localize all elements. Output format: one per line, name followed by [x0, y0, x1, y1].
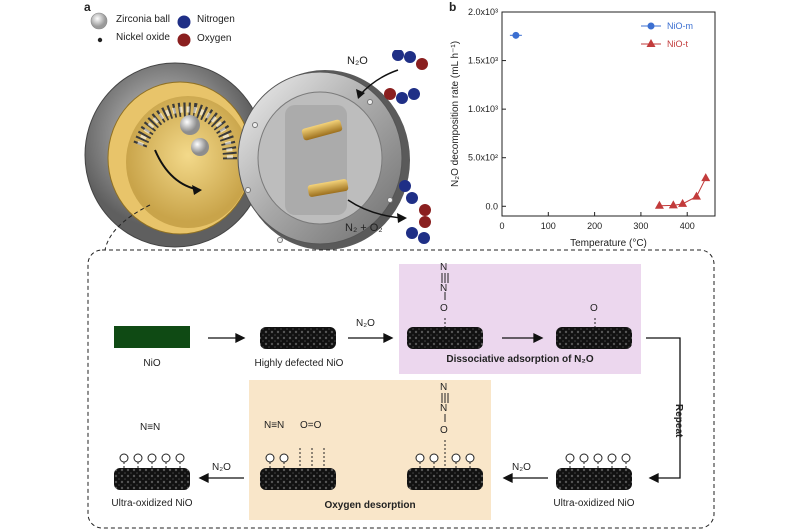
gas-out-label: N₂ + O₂	[345, 222, 383, 234]
gas-out-arrow	[347, 199, 403, 219]
ball-mill-illustration	[84, 50, 431, 250]
y-tick-label: 2.0x10³	[468, 7, 498, 17]
y-tick-label: 0.0	[485, 201, 498, 211]
gas-in-label: N₂O	[347, 55, 368, 67]
o2-molecule-text: O=O	[300, 420, 322, 431]
y-tick-label: 5.0x10²	[468, 153, 498, 163]
chain-n1: N	[440, 262, 448, 273]
arrow-n2o-label-2: N₂O	[512, 462, 531, 473]
panel-a-letter: a	[84, 0, 91, 14]
zirconia-ball	[191, 138, 209, 156]
data-point-NiO-m	[512, 31, 520, 39]
nio-label: NiO	[143, 358, 161, 369]
y-axis-label: N₂O decomposition rate (mL h⁻¹)	[450, 41, 461, 187]
legend-zirconia-label: Zirconia ball	[116, 14, 170, 25]
x-tick-label: 400	[680, 221, 695, 231]
legend-zirconia	[88, 12, 110, 35]
legend-marker-NiO-m	[647, 22, 655, 30]
chain-n2: N	[440, 283, 448, 294]
desorbing-nio-right	[407, 468, 483, 490]
legend-label-NiO-m: NiO-m	[667, 21, 693, 31]
chain2-n2: N	[440, 403, 448, 414]
x-tick-label: 100	[541, 221, 556, 231]
chain-o: O	[440, 303, 448, 314]
nio-block	[114, 326, 190, 348]
data-point-NiO-t	[654, 200, 664, 209]
legend-oxygen	[176, 32, 192, 53]
ultra-oxidized-nio-left	[114, 468, 190, 490]
decomposition-rate-chart: 0 100 200 300 400 0.0 5.0x10² 1.0x10³ 1.5x10³ 2.0…	[450, 7, 716, 249]
ultra-oxidized-label-left: Ultra-oxidized NiO	[111, 498, 193, 509]
ultra-oxidized-nio-right	[556, 468, 632, 490]
oxidized-nio-step	[556, 327, 632, 349]
plot-frame	[501, 11, 716, 217]
desorption-box	[249, 380, 491, 520]
defected-nio	[260, 327, 336, 349]
arrow-n2o-label-3: N₂O	[212, 462, 231, 473]
product-n2-text: N≡N	[140, 422, 161, 433]
legend-marker-NiO-t	[646, 39, 656, 47]
adsorption-box	[399, 264, 641, 374]
panel-b-letter: b	[449, 0, 457, 14]
legend-nitrogen	[176, 14, 192, 35]
legend-label-NiO-t: NiO-t	[667, 39, 688, 49]
n2o-molecules	[384, 50, 428, 104]
y-tick-label: 1.5x10³	[468, 56, 498, 66]
data-point-NiO-t	[668, 200, 678, 209]
data-point-NiO-t	[678, 198, 688, 207]
desorbing-nio-left	[260, 468, 336, 490]
zirconia-ball	[180, 115, 200, 135]
product-molecules	[399, 180, 431, 244]
chain2-n1: N	[440, 382, 448, 393]
x-tick-label: 0	[499, 221, 504, 231]
x-tick-label: 300	[633, 221, 648, 231]
inlet-valve	[301, 119, 343, 141]
legend-nickel-oxide	[95, 32, 105, 50]
defected-nio-label: Highly defected NiO	[254, 358, 344, 369]
y-tick-label: 1.0x10³	[468, 104, 498, 114]
outlet-valve	[307, 179, 349, 197]
data-point-NiO-t	[691, 191, 701, 200]
data-point-NiO-t	[701, 173, 711, 182]
adsorbed-o-atom: O	[590, 303, 598, 314]
x-axis-label: Temperature (°C)	[570, 238, 647, 249]
repeat-label: Repeat	[673, 404, 684, 438]
x-tick-label: 200	[587, 221, 602, 231]
chain2-o: O	[440, 425, 448, 436]
legend-oxygen-label: Oxygen	[197, 33, 232, 44]
legend-nickel-oxide-label: Nickel oxide	[116, 32, 170, 43]
ultra-oxidized-label-right: Ultra-oxidized NiO	[553, 498, 635, 509]
n2-molecule-text: N≡N	[264, 420, 285, 431]
adsorption-box-label: Dissociative adsorption of N₂O	[446, 354, 594, 365]
adsorbed-nio	[407, 327, 483, 349]
arrow-n2o-label-1: N₂O	[356, 318, 375, 329]
legend-nitrogen-label: Nitrogen	[197, 14, 235, 25]
desorption-box-label: Oxygen desorption	[324, 500, 416, 511]
